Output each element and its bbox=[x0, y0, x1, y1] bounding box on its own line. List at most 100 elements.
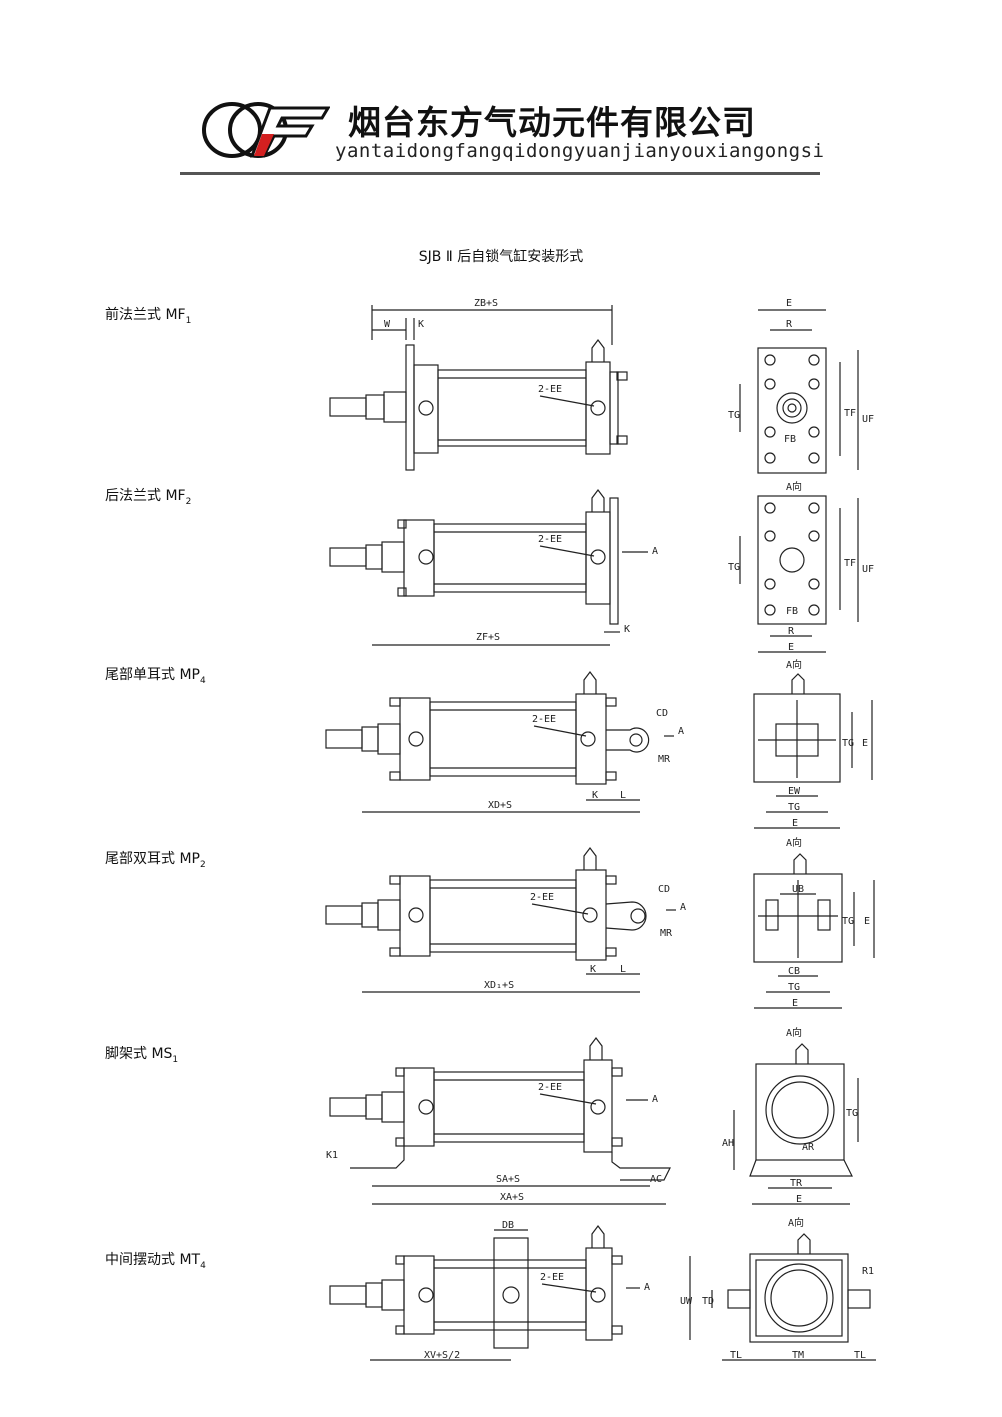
dim-r: R bbox=[788, 626, 795, 637]
drawing-mf2-side: 2-EE A ZF+S K bbox=[329, 489, 658, 646]
dim-e: E bbox=[862, 738, 868, 749]
dim-xd-s: XD+S bbox=[488, 800, 512, 811]
dim-tm: TM bbox=[792, 1350, 804, 1361]
mount-label-text: 尾部单耳式 MP bbox=[105, 667, 200, 683]
dim-k: K bbox=[592, 790, 598, 801]
dim-cb: CB bbox=[788, 966, 800, 977]
dim-td: TD bbox=[702, 1296, 714, 1307]
label-a: A bbox=[652, 1094, 658, 1105]
dim-zb-s: ZB+S bbox=[474, 298, 498, 309]
mount-label-mt4: 中间摆动式 MT4 bbox=[105, 1249, 206, 1271]
mount-label-sub: 2 bbox=[185, 496, 192, 507]
dim-e: E bbox=[864, 916, 870, 927]
dim-tg: TG bbox=[842, 916, 854, 927]
mount-label-sub: 2 bbox=[199, 859, 206, 870]
dim-tg: TG bbox=[788, 982, 800, 993]
company-logo bbox=[202, 102, 330, 158]
document-title: SJB Ⅱ 后自锁气缸安装形式 bbox=[418, 249, 584, 265]
mount-label-sub: 4 bbox=[200, 1260, 206, 1271]
dim-ub: UB bbox=[792, 884, 804, 895]
mount-label-text: 前法兰式 MF bbox=[105, 307, 186, 323]
label-2-ee: 2-EE bbox=[540, 1272, 564, 1283]
mount-label-sub: 1 bbox=[172, 1054, 179, 1065]
mount-label-sub: 1 bbox=[185, 315, 192, 326]
drawing-mf2-end: A向 TG TF UF FB R E bbox=[728, 480, 874, 653]
mount-label-text: 后法兰式 MF bbox=[105, 488, 186, 504]
view-a-label: A向 bbox=[786, 480, 802, 493]
dim-l: L bbox=[620, 964, 626, 975]
drawing-mp4-side: 2-EE CD MR A K L XD+S bbox=[325, 671, 684, 813]
header-divider bbox=[180, 172, 820, 175]
label-a: A bbox=[644, 1282, 650, 1293]
company-name-pinyin: yantaidongfangqidongyuanjianyouxiangongs… bbox=[335, 140, 825, 162]
dim-ew: EW bbox=[788, 786, 801, 797]
dim-uf: UF bbox=[862, 414, 874, 425]
company-header: 烟台东方气动元件有限公司 yantaidongfangqidongyuanjia… bbox=[200, 88, 824, 178]
dim-cd: CD bbox=[658, 884, 670, 895]
dim-tg: TG bbox=[846, 1108, 858, 1119]
dim-l: L bbox=[620, 790, 626, 801]
mount-label-sub: 4 bbox=[199, 675, 206, 686]
drawing-mt4-end: A向 UW TD R1 TL TM TL bbox=[680, 1216, 876, 1361]
dim-tg: TG bbox=[728, 562, 740, 573]
dim-ac: AC bbox=[650, 1174, 662, 1185]
label-2-ee: 2-EE bbox=[538, 534, 562, 545]
dim-k1: K1 bbox=[326, 1150, 338, 1161]
dim-tl: TL bbox=[730, 1350, 742, 1361]
dim-tf: TF bbox=[844, 558, 856, 569]
dim-sa-s: SA+S bbox=[496, 1174, 520, 1185]
dim-e: E bbox=[788, 642, 794, 653]
mount-label-ms1: 脚架式 MS1 bbox=[105, 1043, 178, 1065]
mount-label-mp4: 尾部单耳式 MP4 bbox=[105, 664, 206, 686]
dim-k: K bbox=[590, 964, 596, 975]
dim-mr: MR bbox=[660, 928, 673, 939]
label-a: A bbox=[678, 726, 684, 737]
company-name-cn: 烟台东方气动元件有限公司 bbox=[348, 103, 756, 142]
dim-zf-s: ZF+S bbox=[476, 632, 500, 643]
dim-e: E bbox=[792, 818, 798, 829]
mount-label-text: 中间摆动式 MT bbox=[105, 1252, 201, 1268]
label-a: A bbox=[652, 546, 658, 557]
dim-xv-s2: XV+S/2 bbox=[424, 1350, 460, 1361]
dim-tr: TR bbox=[790, 1178, 803, 1189]
dim-mr: MR bbox=[658, 754, 671, 765]
dim-fb: FB bbox=[786, 606, 798, 617]
label-2-ee: 2-EE bbox=[538, 384, 562, 395]
dim-cd: CD bbox=[656, 708, 668, 719]
dim-ar: AR bbox=[802, 1142, 815, 1153]
dim-fb: FB bbox=[784, 434, 796, 445]
dim-tg: TG bbox=[842, 738, 854, 749]
label-2-ee: 2-EE bbox=[532, 714, 556, 725]
drawing-mt4-side: DB 2-EE A XV+S/2 bbox=[329, 1220, 650, 1361]
dim-tl: TL bbox=[854, 1350, 866, 1361]
dim-r: R bbox=[786, 319, 793, 330]
drawing-ms1-side: 2-EE A K1 SA+S AC XA+S bbox=[326, 1037, 671, 1205]
mount-label-mf1: 前法兰式 MF1 bbox=[105, 304, 191, 326]
dim-w: W bbox=[384, 319, 391, 330]
view-a-label: A向 bbox=[788, 1216, 804, 1229]
drawing-mf1-end: E R TG TF UF FB bbox=[728, 298, 874, 474]
drawing-mp4-end: A向 TG E EW TG E bbox=[753, 658, 873, 829]
mount-label-text: 脚架式 MS bbox=[105, 1046, 173, 1062]
dim-ah: AH bbox=[722, 1138, 734, 1149]
dim-uf: UF bbox=[862, 564, 874, 575]
dim-r1: R1 bbox=[862, 1266, 874, 1277]
label-a: A bbox=[680, 902, 686, 913]
dim-k: K bbox=[418, 319, 424, 330]
view-a-label: A向 bbox=[786, 836, 802, 849]
dim-e: E bbox=[796, 1194, 802, 1205]
drawing-mp2-side: 2-EE CD MR A K L XD₁+S bbox=[325, 847, 686, 993]
dim-xd1-s: XD₁+S bbox=[484, 980, 514, 991]
dim-tg: TG bbox=[728, 410, 740, 421]
drawing-mf1-side: ZB+S W K 2-EE bbox=[329, 298, 628, 471]
dim-tf: TF bbox=[844, 408, 856, 419]
dim-e: E bbox=[792, 998, 798, 1009]
label-2-ee: 2-EE bbox=[538, 1082, 562, 1093]
mount-label-text: 尾部双耳式 MP bbox=[105, 851, 200, 867]
drawing-ms1-end: A向 AH TG AR TR E bbox=[722, 1026, 859, 1205]
label-2-ee: 2-EE bbox=[530, 892, 554, 903]
view-a-label: A向 bbox=[786, 1026, 802, 1039]
dim-e: E bbox=[786, 298, 792, 309]
mount-label-mp2: 尾部双耳式 MP2 bbox=[105, 848, 206, 870]
